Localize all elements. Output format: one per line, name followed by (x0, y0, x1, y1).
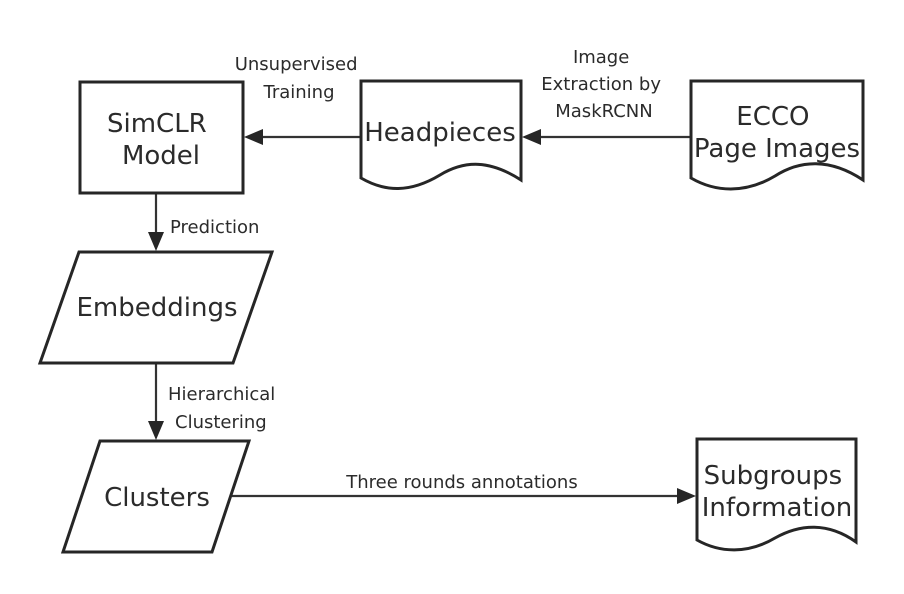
edge-label-prediction: Prediction (170, 217, 259, 238)
process-box (78, 80, 245, 195)
node-label: Embeddings (76, 293, 237, 323)
document-shape (689, 79, 865, 191)
arrowhead-left-icon (522, 129, 541, 145)
arrowhead-down-icon (148, 232, 164, 251)
edge-label-image-extraction: Image Extraction by MaskRCNN (541, 47, 666, 122)
document-shape (359, 79, 523, 190)
document-shape (695, 437, 858, 552)
node-label: Subgroups Information (702, 461, 853, 523)
node-label: ECCO Page Images (694, 102, 860, 164)
edge-embeddings-to-clusters: Hierarchical Clustering (148, 364, 281, 440)
edge-ecco-to-headpieces: Image Extraction by MaskRCNN (522, 47, 690, 145)
node-label: Clusters (104, 483, 210, 513)
data-parallelogram (60, 439, 252, 554)
node-label: SimCLR Model (107, 109, 215, 171)
edge-label-three-rounds: Three rounds annotations (345, 472, 577, 493)
node-subgroups-information[interactable]: Subgroups Information (695, 437, 858, 552)
node-headpieces[interactable]: Headpieces (359, 79, 523, 190)
data-parallelogram (37, 250, 275, 365)
nodes: SimCLR Model Headpieces ECCO Page Images… (37, 79, 865, 554)
edge-clusters-to-subgroups: Three rounds annotations (232, 472, 696, 504)
edge-label-hierarchical-clustering: Hierarchical Clustering (168, 384, 281, 433)
node-embeddings[interactable]: Embeddings (37, 250, 275, 365)
node-clusters[interactable]: Clusters (60, 439, 252, 554)
arrowhead-left-icon (244, 129, 263, 145)
edge-simclr-to-embeddings: Prediction (148, 194, 259, 251)
node-label: Headpieces (364, 118, 516, 148)
arrowhead-right-icon (677, 488, 696, 504)
arrowhead-down-icon (148, 421, 164, 440)
edge-headpieces-to-simclr: Unsupervised Training (235, 54, 364, 145)
node-simclr-model[interactable]: SimCLR Model (78, 80, 245, 195)
node-ecco-page-images[interactable]: ECCO Page Images (689, 79, 865, 191)
edges: Image Extraction by MaskRCNN Unsupervise… (148, 47, 696, 504)
edge-label-unsupervised-training: Unsupervised Training (235, 54, 364, 103)
